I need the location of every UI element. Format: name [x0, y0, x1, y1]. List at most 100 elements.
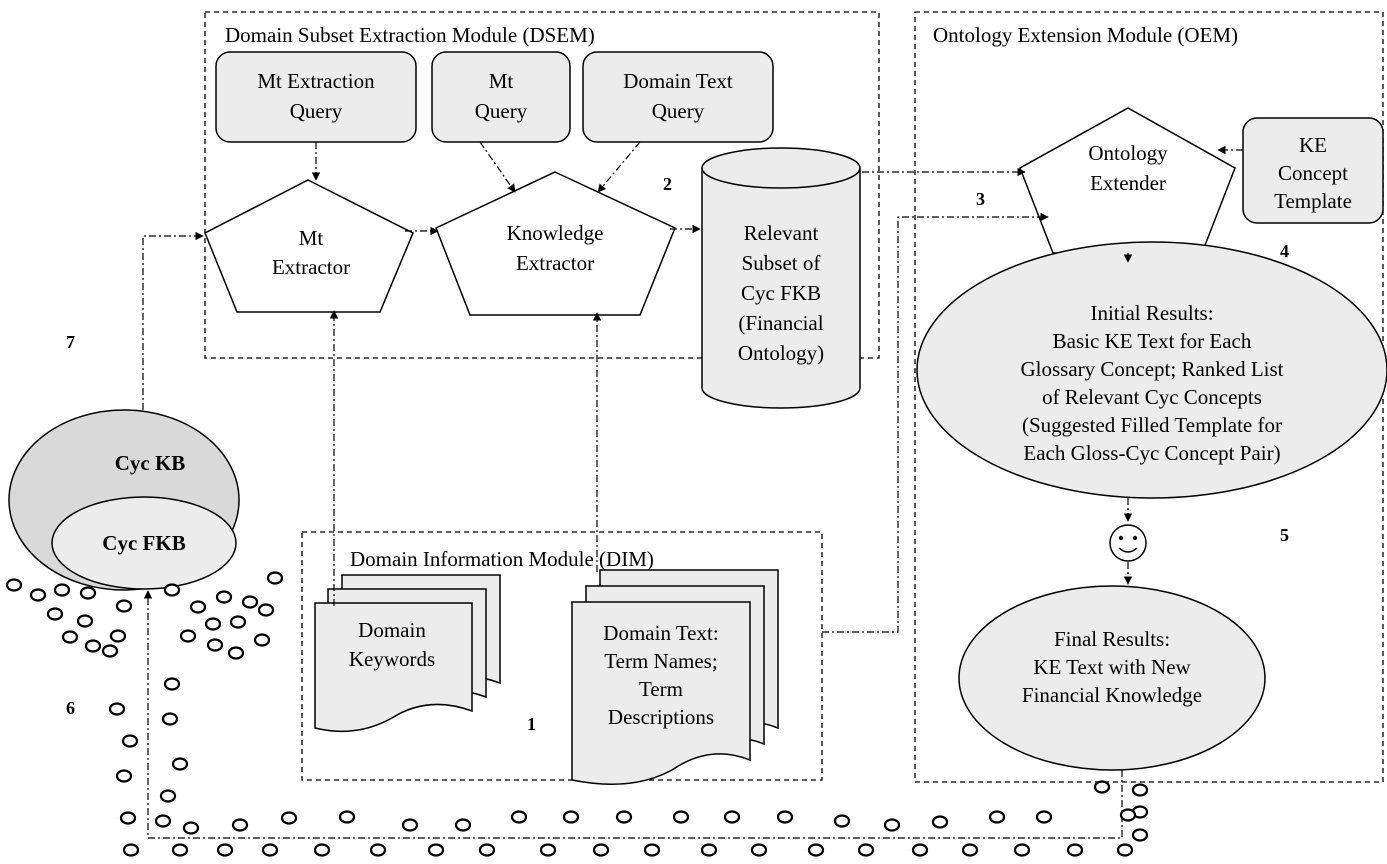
mt-extractor-line-1: Mt	[299, 226, 324, 250]
bead-dot	[84, 639, 102, 653]
bead-dot	[672, 810, 690, 824]
domain-text-line-1: Domain Text:	[603, 621, 718, 645]
bead-dot	[643, 843, 661, 857]
bead-dot	[189, 600, 207, 614]
step-number-2: 2	[663, 174, 672, 194]
bead-dot	[776, 810, 794, 824]
domain-text-query-line-2: Query	[652, 99, 705, 123]
bead-dot	[280, 811, 298, 825]
step-number-6: 6	[66, 698, 75, 718]
domain-text-line-3: Term	[639, 677, 683, 701]
domain-keywords-line-1: Domain	[358, 618, 426, 642]
ke-template-line-1: KE	[1299, 133, 1327, 157]
bead-dot	[229, 615, 247, 629]
domain-text-query-line-1: Domain Text	[623, 69, 733, 93]
ontology-extender-pentagon: Ontology Extender	[1019, 107, 1236, 254]
step-number-3: 3	[976, 189, 985, 209]
knowledge-extractor-line-1: Knowledge	[507, 221, 604, 245]
bead-dot	[108, 702, 126, 716]
dim-title: Domain Information Module (DIM)	[350, 547, 654, 571]
bead-dot	[750, 843, 768, 857]
bead-dot	[261, 843, 279, 857]
initial-results-line-6: Each Gloss-Cyc Concept Pair)	[1023, 441, 1280, 465]
bead-dot	[163, 677, 181, 691]
bead-dot	[313, 843, 331, 857]
bead-dot	[53, 583, 71, 597]
domain-text-line-4: Descriptions	[608, 705, 714, 729]
bead-dot	[988, 810, 1006, 824]
bead-dot	[1131, 783, 1149, 797]
final-results-line-3: Financial Knowledge	[1022, 683, 1202, 707]
bead-dot	[231, 818, 249, 832]
flow-connectors	[142, 141, 1243, 839]
arrow-domain-text-to-ontology-extender	[822, 212, 1049, 633]
bead-dot	[1093, 780, 1111, 794]
bead-dot	[241, 595, 259, 609]
bead-dot	[204, 617, 222, 631]
bead-dot	[29, 588, 47, 602]
bead-dot	[807, 843, 825, 857]
initial-results-line-5: (Suggested Filled Template for	[1022, 413, 1282, 437]
bead-dot	[911, 843, 929, 857]
bead-dot	[1119, 808, 1137, 822]
knowledge-extractor-line-2: Extractor	[516, 251, 594, 275]
bead-dot	[154, 814, 172, 828]
step-number-1: 1	[527, 714, 536, 734]
bead-dot	[79, 586, 97, 600]
smiley-face-icon	[1109, 524, 1147, 562]
arrow-final-results-to-cyc-fkb	[143, 590, 1123, 839]
bead-dot	[179, 629, 197, 643]
bead-dot	[115, 599, 133, 613]
bead-dot	[161, 712, 179, 726]
bead-dot	[115, 769, 133, 783]
mt-extractor-pentagon: Mt Extractor	[204, 179, 414, 313]
bead-dot	[478, 843, 496, 857]
knowledge-extractor-pentagon: Knowledge Extractor	[435, 171, 676, 316]
cylinder-line-5: Ontology)	[738, 341, 824, 365]
bead-dot	[253, 633, 271, 647]
bead-dot	[109, 629, 127, 643]
mt-extraction-query-box: Mt Extraction Query	[215, 51, 417, 143]
bead-dot	[216, 843, 234, 857]
bead-dot	[206, 638, 224, 652]
bead-dot	[857, 843, 875, 857]
dim-module-boundary	[301, 531, 823, 781]
initial-results-line-3: Glossary Concept; Ranked List	[1020, 357, 1283, 381]
initial-results-line-4: of Relevant Cyc Concepts	[1042, 385, 1262, 409]
bead-dot	[159, 789, 177, 803]
bead-dot	[76, 614, 94, 628]
final-results-line-2: KE Text with New	[1033, 655, 1191, 679]
cyc-fkb-ellipse: Cyc FKB	[51, 496, 237, 590]
ontology-extender-line-2: Extender	[1090, 171, 1166, 195]
bead-dot	[266, 571, 284, 585]
cylinder-line-2: Subset of	[742, 251, 821, 275]
bead-dot	[163, 583, 181, 597]
bead-dot	[121, 734, 139, 748]
relevant-subset-cylinder: Relevant Subset of Cyc FKB (Financial On…	[701, 147, 861, 409]
initial-results-line-1: Initial Results:	[1090, 301, 1213, 325]
bead-dot	[401, 818, 419, 832]
bead-dot	[539, 843, 557, 857]
ke-template-line-3: Template	[1274, 189, 1352, 213]
bead-dot	[562, 810, 580, 824]
bead-dot	[5, 578, 23, 592]
bead-dot	[182, 821, 200, 835]
cyc-fkb-label: Cyc FKB	[102, 531, 185, 555]
bead-dot	[931, 815, 949, 829]
oem-title: Ontology Extension Module (OEM)	[933, 23, 1238, 47]
final-results-ellipse: Final Results: KE Text with New Financia…	[958, 585, 1266, 771]
cylinder-line-1: Relevant	[744, 221, 819, 245]
bead-dot	[101, 644, 119, 658]
domain-text-document: Domain Text: Term Names; Term Descriptio…	[571, 569, 779, 785]
domain-text-line-2: Term Names;	[604, 649, 717, 673]
bead-dot	[1131, 828, 1149, 842]
mt-query-box: Mt Query	[431, 51, 571, 143]
bead-dot	[369, 843, 387, 857]
final-results-line-1: Final Results:	[1054, 627, 1170, 651]
cylinder-line-4: (Financial	[738, 311, 823, 335]
dsem-title: Domain Subset Extraction Module (DSEM)	[225, 23, 595, 47]
arrow-cyc-kb-to-mt-extractor	[142, 231, 204, 410]
arrow-domain-text-query-to-knowledge-extractor	[597, 141, 641, 193]
bead-dot	[46, 607, 64, 621]
